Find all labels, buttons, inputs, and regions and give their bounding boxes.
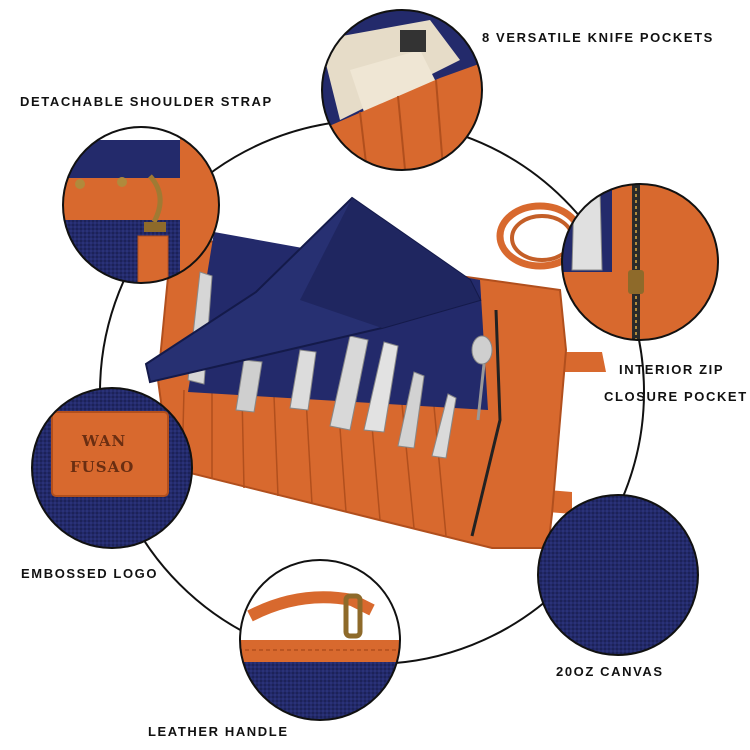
knife-roll <box>144 196 606 549</box>
detail-circle-knife-pockets <box>321 9 483 171</box>
zipper <box>470 309 502 537</box>
callout-zip-pocket-line1: INTERIOR ZIP <box>619 362 725 377</box>
detail-circle-interior-zip <box>561 183 719 341</box>
detail-circle-embossed-logo <box>31 387 193 549</box>
callout-handle: LEATHER HANDLE <box>148 724 289 739</box>
callout-canvas: 20OZ CANVAS <box>556 664 664 679</box>
detail-circle-canvas <box>537 494 699 656</box>
callout-shoulder-strap: DETACHABLE SHOULDER STRAP <box>20 94 273 109</box>
callout-logo: EMBOSSED LOGO <box>21 566 159 581</box>
logo-text-line2: FUSAO <box>70 458 135 476</box>
callout-knife-pockets: 8 VERSATILE KNIFE POCKETS <box>482 30 714 45</box>
logo-patch <box>51 411 169 497</box>
detail-circle-leather-handle <box>239 559 401 721</box>
callout-zip-pocket-line2: CLOSURE POCKET <box>604 389 748 404</box>
logo-text-line1: WAN <box>82 432 127 450</box>
